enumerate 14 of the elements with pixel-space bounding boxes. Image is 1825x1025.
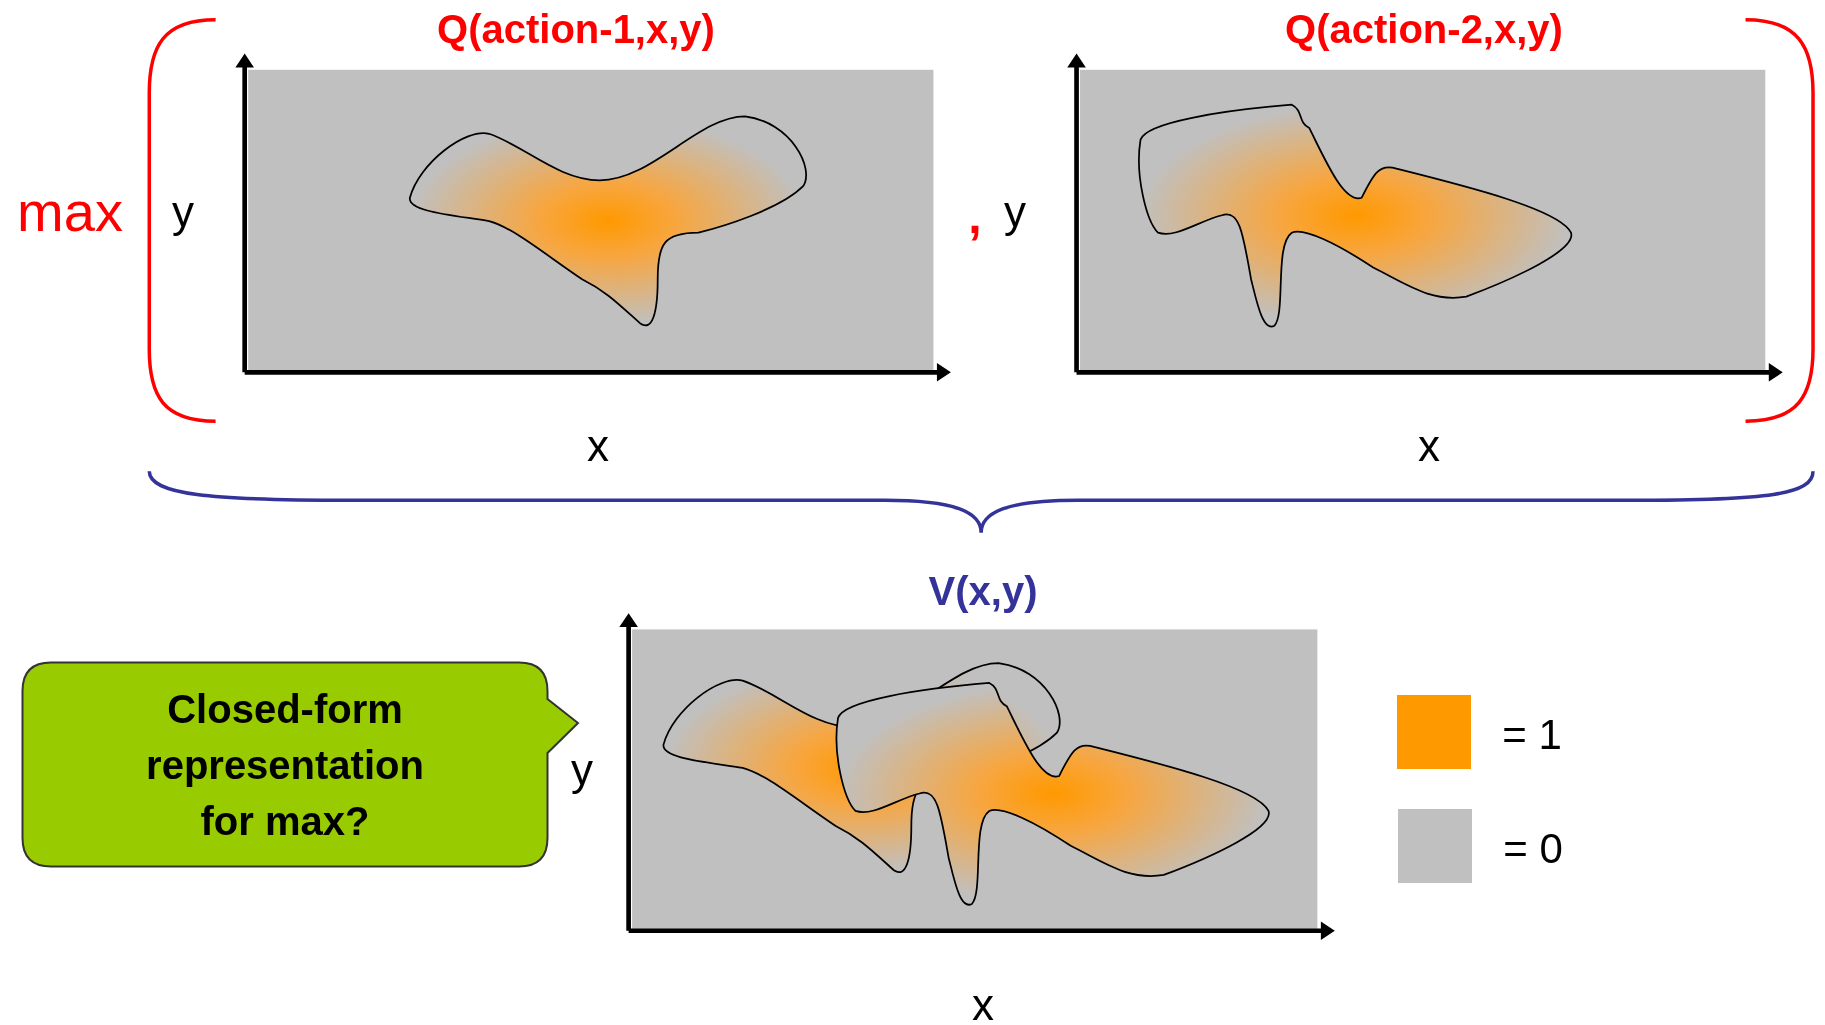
label-text: Q(action-2,x,y) — [1285, 9, 1563, 49]
legend-text: = 0 — [1503, 828, 1563, 870]
label-text: x — [972, 983, 994, 1025]
label-text: Q(action-1,x,y) — [437, 9, 715, 49]
label-text: x — [1418, 424, 1440, 468]
legend-text: = 1 — [1502, 714, 1562, 756]
label-text: V(x,y) — [928, 571, 1038, 611]
label-text: y — [1004, 190, 1026, 234]
label-text: y — [571, 748, 593, 792]
label-text: y — [172, 190, 194, 234]
label-text: x — [587, 424, 609, 468]
question-text: Closed-form representation for max? — [145, 685, 425, 845]
label-text: max — [17, 184, 123, 240]
label-text: , — [968, 193, 982, 241]
